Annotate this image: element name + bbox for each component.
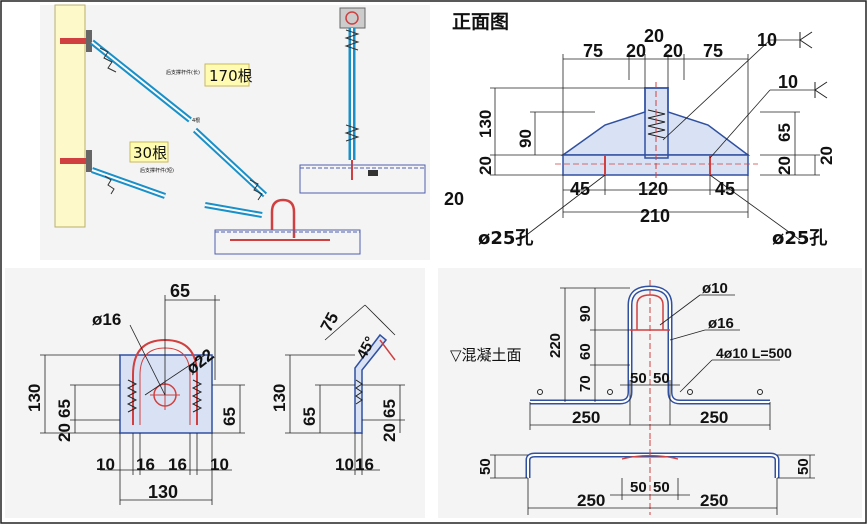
plan-dim-50-b: 50 (653, 479, 670, 496)
long-brace (90, 39, 268, 201)
dim-120: 120 (638, 179, 668, 199)
dim-20-b: 20 (663, 41, 683, 61)
side-dim-65: 65 (300, 407, 319, 426)
side-dim-20: 20 (380, 423, 399, 442)
rebar-elevation (530, 280, 770, 440)
hole-label-right: ø25孔 (772, 228, 827, 249)
hole-label-left: ø25孔 (478, 228, 533, 249)
front-view-title: 正面图 (452, 11, 509, 33)
dim-20-left: 20 (476, 156, 495, 175)
dim-20-a: 20 (626, 41, 646, 61)
dim-210: 210 (640, 206, 670, 226)
dim-20-top: 20 (644, 26, 664, 46)
anchor-upper (60, 30, 92, 52)
bl-dim-65-mid: 65 (220, 407, 239, 426)
panel-bg-top-left (40, 5, 430, 260)
br-dim-70: 70 (577, 375, 594, 392)
bottom-left-dim-lines (40, 295, 405, 505)
lower-brace (204, 202, 263, 218)
bl-dim-16-a: 16 (136, 455, 155, 474)
panel-bottom-right: ▽混凝土面 ø10 ø16 4ø10 L=500 220 90 60 70 50… (438, 268, 862, 518)
rebar-plan (525, 440, 780, 515)
br-dim-220: 220 (547, 333, 564, 358)
dim-20-side: 20 (444, 189, 464, 209)
dim-20-r1: 20 (775, 156, 794, 175)
br-dia-16: ø16 (708, 315, 734, 332)
side-dim-10: 10 (335, 455, 354, 474)
count-box-170 (204, 63, 250, 87)
concrete-surface-label: ▽混凝土面 (450, 346, 522, 364)
weld-symbol-right (814, 81, 828, 99)
bottom-right-dim-lines (490, 287, 815, 515)
br-dim-60: 60 (577, 343, 594, 360)
weld-10-top: 10 (757, 30, 777, 50)
br-rebar-label: 4ø10 L=500 (716, 345, 792, 361)
bl-dim-130-left: 130 (25, 384, 44, 412)
br-dim-250-left: 250 (572, 408, 600, 427)
bl-dim-20-left: 20 (55, 423, 74, 442)
count-30: 30根 (133, 144, 167, 162)
dim-65-right: 65 (775, 123, 794, 142)
plan-dim-250-right: 250 (700, 491, 728, 510)
plan-dim-50-left: 50 (477, 458, 494, 475)
br-dim-250-right: 250 (700, 408, 728, 427)
small-count: 4根 (192, 117, 200, 124)
dim-45-right: 45 (715, 179, 735, 199)
count-box-30 (129, 141, 169, 163)
br-dim-50-a: 50 (630, 370, 647, 387)
bl-dim-65-left: 65 (55, 399, 74, 418)
short-brace (90, 167, 167, 199)
br-dim-90: 90 (577, 305, 594, 322)
plan-dim-50-right: 50 (795, 458, 812, 475)
bl-dim-10-a: 10 (96, 455, 115, 474)
dim-75-left: 75 (583, 41, 603, 61)
br-dia-10: ø10 (702, 280, 728, 297)
panel-top-left: 170根 30根 后支撑杆件(长) 后支撑杆件(短) 4根 (40, 4, 430, 260)
bl-dim-16-b: 16 (168, 455, 187, 474)
panel-top-right: 正面图 (444, 11, 836, 249)
bl-dim-10-b: 10 (210, 455, 229, 474)
side-dim-130: 130 (270, 384, 289, 412)
bl-dia-16: ø16 (92, 310, 121, 329)
anchor-lower (60, 150, 92, 172)
side-dim-16: 16 (355, 455, 374, 474)
dim-75-right: 75 (703, 41, 723, 61)
dim-90: 90 (516, 129, 535, 148)
side-dim-65b: 65 (380, 399, 399, 418)
plan-dim-250-left: 250 (577, 491, 605, 510)
brace-label-short: 后支撑杆件(短) (140, 167, 174, 174)
weld-10-right: 10 (778, 72, 798, 92)
vertical-post (299, 7, 426, 194)
weld-symbol-top (799, 31, 813, 49)
panel-bottom-left: 65 ø16 ø22 130 65 20 65 10 16 16 10 130 … (5, 268, 425, 518)
bl-dim-130-bottom: 130 (148, 482, 178, 502)
br-dim-50-b: 50 (653, 370, 670, 387)
bl-dim-65-top: 65 (170, 281, 190, 301)
top-dims-lines (490, 39, 820, 241)
dim-45-left: 45 (570, 179, 590, 199)
plan-dim-50-a: 50 (630, 479, 647, 496)
count-170: 170根 (209, 67, 253, 85)
brace-label-long: 后支撑杆件(长) (166, 69, 200, 76)
dim-20-r2: 20 (817, 146, 836, 165)
hook-anchor (214, 198, 361, 255)
dim-130: 130 (476, 110, 495, 138)
base-plate (555, 82, 758, 180)
